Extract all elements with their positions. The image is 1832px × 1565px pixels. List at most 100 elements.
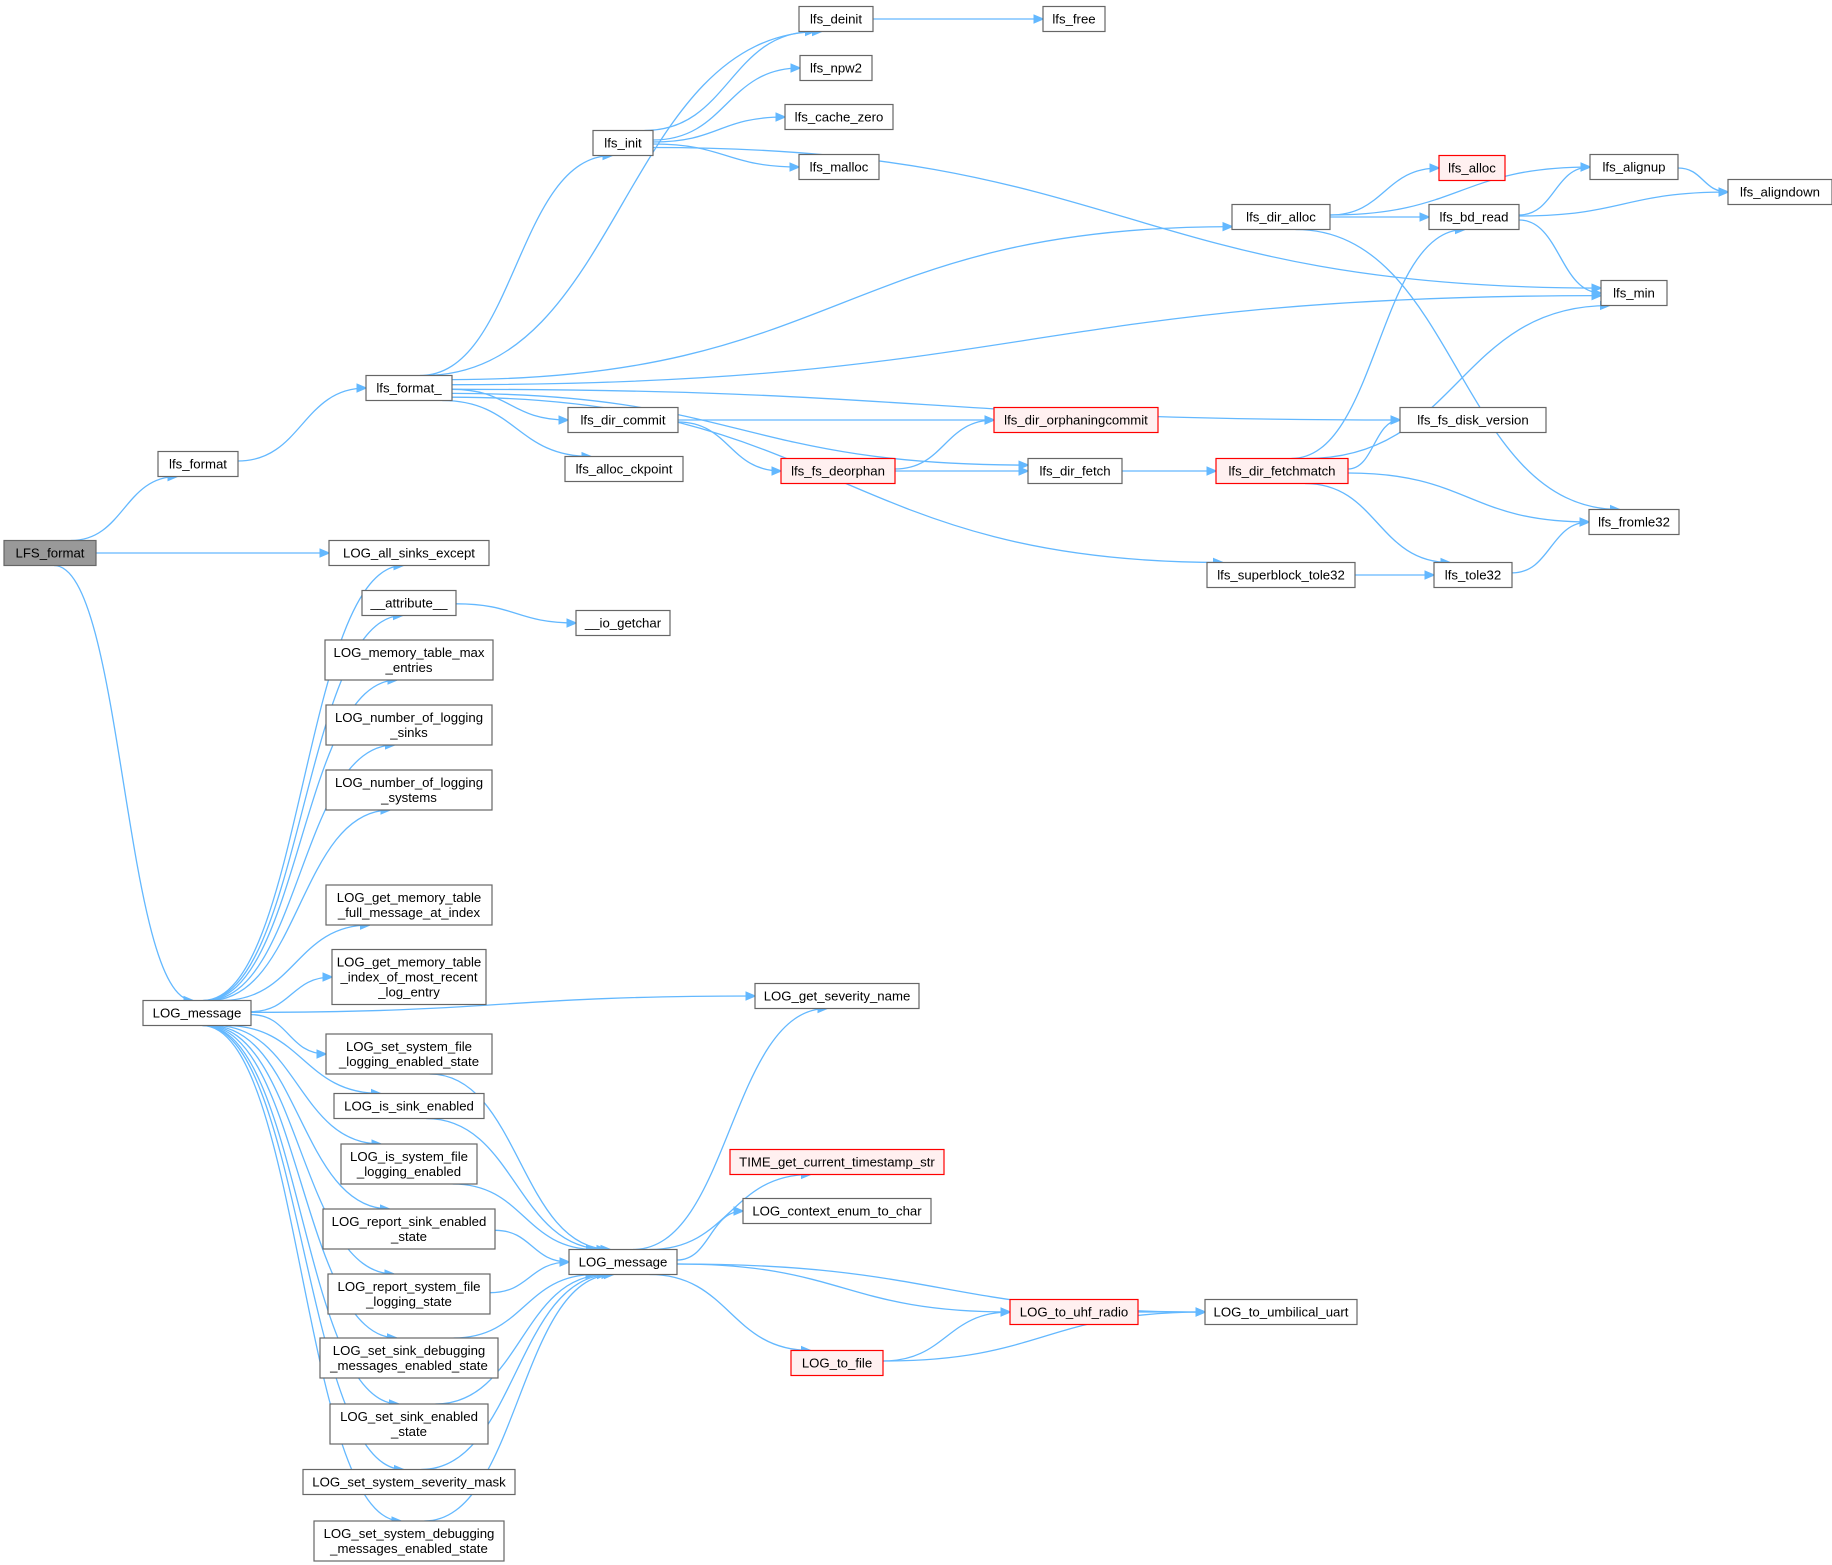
node-lfs-fromle32[interactable]: lfs_fromle32 xyxy=(1588,508,1680,536)
edge-lfs-format-to-lfs-dir-alloc xyxy=(451,227,1232,381)
edge-lfs-dir-alloc-to-lfs-alignup xyxy=(1329,167,1590,216)
edge-log-to-file-to-log-to-uhf-radio xyxy=(882,1312,1010,1362)
edge-lfs-dir-fetchmatch-to-lfs-bd-read xyxy=(1291,230,1464,460)
edge-lfs-init-to-lfs-npw2 xyxy=(652,68,800,141)
node-log-set-system-severity-mask[interactable]: LOG_set_system_severity_mask xyxy=(302,1468,516,1496)
node-lfs-format[interactable]: lfs_format xyxy=(157,450,239,478)
node-lfs-fs-disk-version[interactable]: lfs_fs_disk_version xyxy=(1399,406,1547,434)
node-label: LOG_get_severity_name xyxy=(764,989,911,1004)
node-log-get-severity-name[interactable]: LOG_get_severity_name xyxy=(754,982,920,1010)
edge-log-message-left-to-log-set-sink-debugging-messages-enabled-state xyxy=(204,1024,397,1339)
node-box xyxy=(325,1033,493,1075)
node-lfs-format[interactable]: LFS_format xyxy=(3,539,97,567)
edge-log-message-left-to-log-is-sink-enabled xyxy=(225,1024,381,1094)
node-lfs-alloc-ckpoint[interactable]: lfs_alloc_ckpoint xyxy=(564,455,684,483)
node-log-report-sink-enabled-state[interactable]: LOG_report_sink_enabled_state xyxy=(322,1208,496,1250)
node-box xyxy=(1588,508,1680,536)
node-lfs-dir-fetchmatch[interactable]: lfs_dir_fetchmatch xyxy=(1215,457,1349,485)
node-box xyxy=(729,1148,945,1176)
node-label: _logging_enabled_state xyxy=(338,1054,479,1069)
node-label: LOG_to_umbilical_uart xyxy=(1214,1305,1349,1320)
node-io-getchar[interactable]: __io_getchar xyxy=(575,609,671,637)
node-log-to-uhf-radio[interactable]: LOG_to_uhf_radio xyxy=(1009,1298,1139,1326)
node-lfs-format[interactable]: lfs_format_ xyxy=(365,374,453,402)
node-log-set-system-debugging-messages-enabled-state[interactable]: LOG_set_system_debugging_messages_enable… xyxy=(313,1520,505,1562)
edge-log-message-left-to-log-number-of-logging-systems xyxy=(208,810,390,1002)
edge-log-report-sink-enabled-state-to-log-message-right xyxy=(494,1229,569,1262)
node-log-get-memory-table-index-of-most-recent-log-entry[interactable]: LOG_get_memory_table_index_of_most_recen… xyxy=(331,948,487,1006)
node-box xyxy=(784,103,894,131)
edge-attribute-to-io-getchar xyxy=(455,603,576,623)
node-lfs-deinit[interactable]: lfs_deinit xyxy=(798,5,874,33)
node-log-report-system-file-logging-state[interactable]: LOG_report_system_file_logging_state xyxy=(327,1273,491,1315)
node-box xyxy=(1428,203,1520,231)
node-lfs-bd-read[interactable]: lfs_bd_read xyxy=(1428,203,1520,231)
node-lfs-tole32[interactable]: lfs_tole32 xyxy=(1433,561,1513,589)
node-box xyxy=(799,54,873,82)
edge-lfs-format-to-log-message-left xyxy=(53,564,193,1001)
node-lfs-alignup[interactable]: lfs_alignup xyxy=(1589,153,1679,181)
node-lfs-free[interactable]: lfs_free xyxy=(1042,5,1106,33)
node-log-is-system-file-logging-enabled[interactable]: LOG_is_system_file_logging_enabled xyxy=(340,1143,478,1185)
edge-log-message-left-to-log-report-sink-enabled-state xyxy=(209,1024,389,1210)
node-label: lfs_malloc xyxy=(810,160,869,175)
node-lfs-init[interactable]: lfs_init xyxy=(592,129,654,157)
edge-lfs-dir-fetchmatch-to-lfs-tole32 xyxy=(1304,482,1450,563)
node-label: lfs_aligndown xyxy=(1740,185,1820,200)
edge-lfs-init-to-lfs-cache-zero xyxy=(652,117,785,143)
node-lfs-alloc[interactable]: lfs_alloc xyxy=(1438,154,1506,182)
node-label: lfs_alloc_ckpoint xyxy=(576,462,673,477)
node-label: lfs_min xyxy=(1613,286,1655,301)
node-label: LOG_report_sink_enabled xyxy=(332,1214,487,1229)
node-log-set-sink-debugging-messages-enabled-state[interactable]: LOG_set_sink_debugging_messages_enabled_… xyxy=(319,1337,499,1379)
edge-lfs-format-to-lfs-format xyxy=(70,477,177,542)
edge-lfs-init-to-lfs-malloc xyxy=(652,143,799,167)
node-lfs-min[interactable]: lfs_min xyxy=(1600,279,1668,307)
node-label: _state xyxy=(390,1424,427,1439)
edge-layer xyxy=(53,19,1728,1521)
node-lfs-dir-orphaningcommit[interactable]: lfs_dir_orphaningcommit xyxy=(993,406,1159,434)
node-lfs-cache-zero[interactable]: lfs_cache_zero xyxy=(784,103,894,131)
node-box xyxy=(327,1273,491,1315)
node-label: LOG_set_system_debugging xyxy=(324,1526,495,1541)
node-box xyxy=(1438,154,1506,182)
node-label: lfs_dir_commit xyxy=(580,413,665,428)
node-log-set-sink-enabled-state[interactable]: LOG_set_sink_enabled_state xyxy=(329,1403,489,1445)
node-box xyxy=(1009,1298,1139,1326)
edge-lfs-alignup-to-lfs-aligndown xyxy=(1677,167,1728,192)
node-label: lfs_alloc xyxy=(1448,161,1496,176)
node-time-get-current-timestamp-str[interactable]: TIME_get_current_timestamp_str xyxy=(729,1148,945,1176)
node-log-is-sink-enabled[interactable]: LOG_is_sink_enabled xyxy=(333,1092,485,1120)
node-label: lfs_dir_alloc xyxy=(1246,210,1316,225)
node-lfs-dir-alloc[interactable]: lfs_dir_alloc xyxy=(1231,203,1331,231)
node-log-number-of-logging-sinks[interactable]: LOG_number_of_logging_sinks xyxy=(325,704,493,746)
node-lfs-dir-commit[interactable]: lfs_dir_commit xyxy=(567,406,679,434)
node-box xyxy=(324,639,494,681)
node-label: LOG_number_of_logging xyxy=(335,775,483,790)
node-lfs-fs-deorphan[interactable]: lfs_fs_deorphan xyxy=(780,457,896,485)
node-log-to-umbilical-uart[interactable]: LOG_to_umbilical_uart xyxy=(1204,1298,1358,1326)
node-log-get-memory-table-full-message-at-index[interactable]: LOG_get_memory_table_full_message_at_ind… xyxy=(325,884,493,926)
edge-log-message-left-to-log-set-system-severity-mask xyxy=(202,1024,404,1470)
node-lfs-aligndown[interactable]: lfs_aligndown xyxy=(1727,178,1832,206)
node-lfs-npw2[interactable]: lfs_npw2 xyxy=(799,54,873,82)
node-log-memory-table-max-entries[interactable]: LOG_memory_table_max_entries xyxy=(324,639,494,681)
node-log-set-system-file-logging-enabled-state[interactable]: LOG_set_system_file_logging_enabled_stat… xyxy=(325,1033,493,1075)
node-log-context-enum-to-char[interactable]: LOG_context_enum_to_char xyxy=(742,1197,932,1225)
node-lfs-superblock-tole32[interactable]: lfs_superblock_tole32 xyxy=(1206,561,1356,589)
node-label: TIME_get_current_timestamp_str xyxy=(739,1155,935,1170)
node-label: LOG_set_system_severity_mask xyxy=(312,1475,506,1490)
node-log-message-right[interactable]: LOG_message xyxy=(568,1248,678,1276)
edge-log-set-system-severity-mask-to-log-message-right xyxy=(421,1275,611,1471)
node-attribute[interactable]: __attribute__ xyxy=(361,589,457,617)
node-label: LOG_number_of_logging xyxy=(335,710,483,725)
node-box xyxy=(1215,457,1349,485)
node-lfs-malloc[interactable]: lfs_malloc xyxy=(798,153,880,181)
node-log-all-sinks-except[interactable]: LOG_all_sinks_except xyxy=(328,539,490,567)
node-log-number-of-logging-systems[interactable]: LOG_number_of_logging_systems xyxy=(325,769,493,811)
node-log-to-file[interactable]: LOG_to_file xyxy=(790,1349,884,1377)
node-lfs-dir-fetch[interactable]: lfs_dir_fetch xyxy=(1027,457,1123,485)
node-log-message-left[interactable]: LOG_message xyxy=(142,999,252,1027)
node-label: LOG_message xyxy=(153,1006,242,1021)
edge-lfs-tole32-to-lfs-fromle32 xyxy=(1511,522,1589,574)
